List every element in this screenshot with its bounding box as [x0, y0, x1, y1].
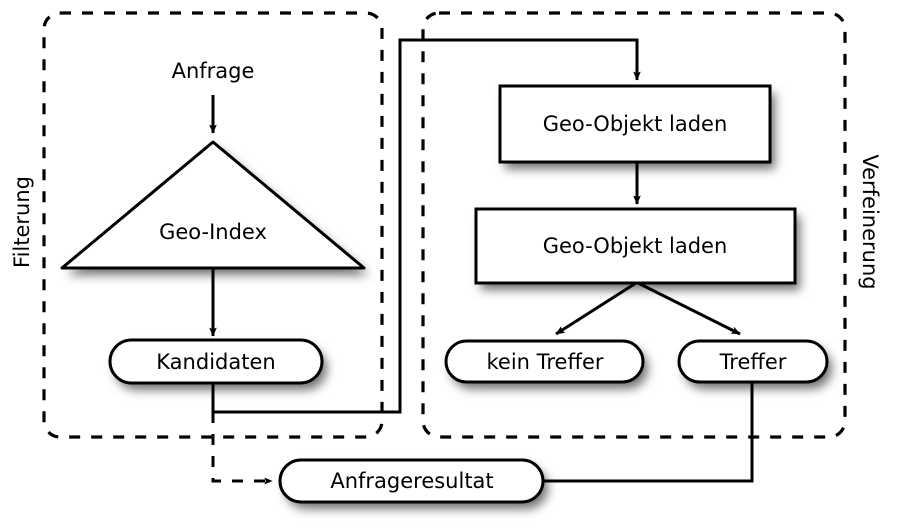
node-kandidaten[interactable]: Kandidaten	[108, 338, 324, 385]
group-verfeinerung-label: Verfeinerung	[858, 154, 882, 289]
node-anfrageresultat[interactable]: Anfrageresultat	[278, 458, 545, 504]
node-geo-objekt-laden-1-shape	[498, 84, 772, 164]
node-geo-objekt-laden-2[interactable]: Geo-Objekt laden	[474, 207, 797, 285]
node-kandidaten-shape	[108, 338, 324, 385]
edge-kandidaten-to-anfrageresultat-line	[211, 390, 273, 485]
edge-treffer-to-anfrageresultat	[541, 381, 754, 483]
node-kandidaten-label: Kandidaten	[156, 350, 275, 374]
edge-geo-objekt-laden-2-to-kein-treffer-line	[555, 281, 637, 336]
group-filterung-label: Filterung	[10, 176, 34, 268]
node-anfrageresultat-shape	[278, 458, 545, 504]
edge-kandidaten-to-geo-objekt-laden-1	[211, 38, 641, 414]
node-geo-index[interactable]: Geo-Index	[60, 140, 366, 270]
node-kein-treffer-label: kein Treffer	[486, 350, 603, 374]
edge-geo-objekt-laden-2-to-kein-treffer	[555, 281, 637, 336]
node-treffer-label: Treffer	[719, 350, 787, 374]
edge-geo-objekt-laden-2-to-treffer-line	[637, 281, 741, 336]
node-geo-index-shape	[60, 140, 366, 270]
node-kein-treffer-shape	[444, 339, 645, 384]
node-anfrage-label: Anfrage	[172, 59, 255, 83]
node-treffer[interactable]: Treffer	[677, 339, 829, 384]
edge-kandidaten-to-anfrageresultat	[211, 390, 273, 485]
node-geo-objekt-laden-1[interactable]: Geo-Objekt laden	[498, 84, 772, 164]
node-anfrageresultat-label: Anfrageresultat	[330, 469, 493, 493]
edge-geo-objekt-laden-2-to-treffer	[637, 281, 741, 336]
group-filterung: Filterung	[10, 11, 384, 439]
node-treffer-shape	[677, 339, 829, 384]
node-geo-objekt-laden-1-label: Geo-Objekt laden	[543, 112, 728, 136]
node-geo-objekt-laden-2-label: Geo-Objekt laden	[543, 234, 728, 258]
node-geo-index-label: Geo-Index	[159, 220, 267, 244]
node-kein-treffer[interactable]: kein Treffer	[444, 339, 645, 384]
group-verfeinerung: Verfeinerung	[421, 11, 882, 439]
edge-kandidaten-to-geo-objekt-laden-1-line	[211, 38, 641, 414]
edge-treffer-to-anfrageresultat-line	[541, 381, 754, 483]
